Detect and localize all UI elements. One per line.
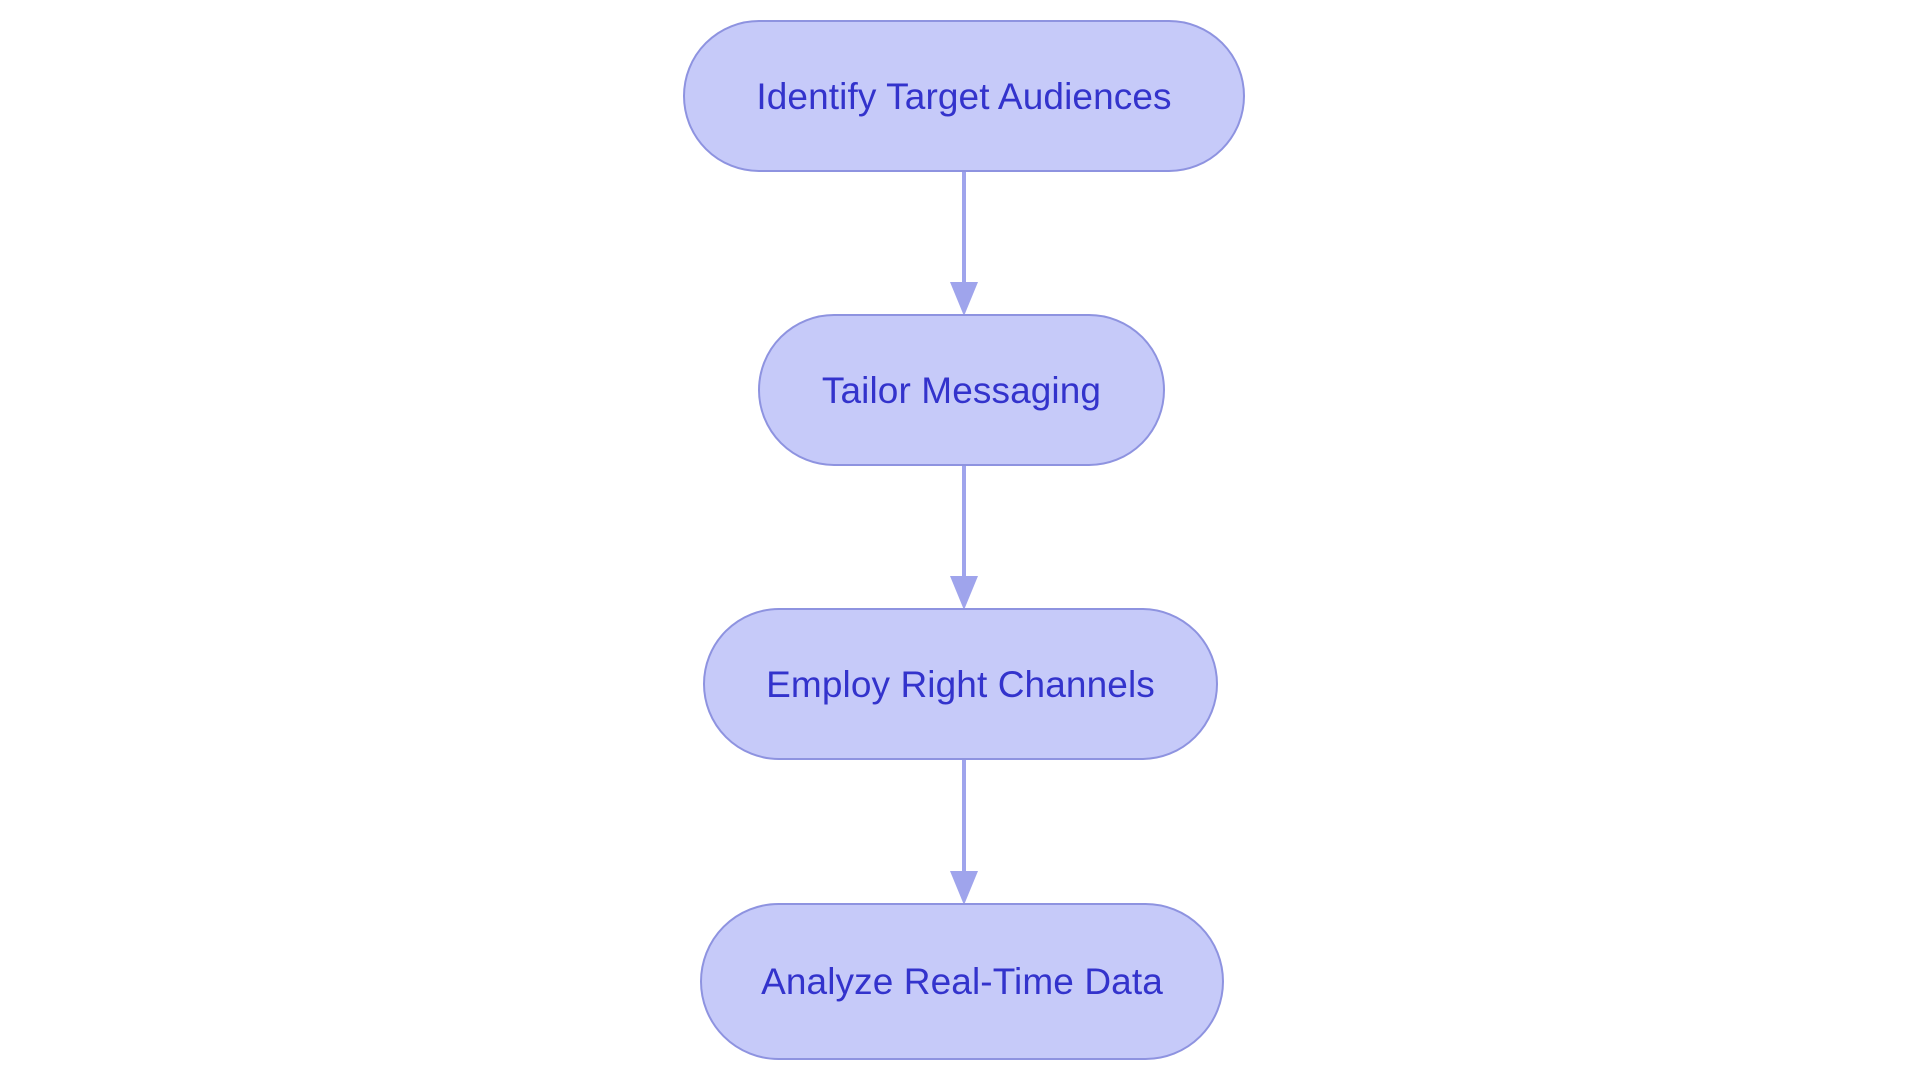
flow-node-label: Tailor Messaging xyxy=(821,369,1102,411)
flow-edge-n0-to-n1 xyxy=(948,170,980,316)
arrow-down-icon xyxy=(950,464,978,610)
flow-node-tailor-messaging[interactable]: Tailor Messaging xyxy=(758,314,1165,466)
flow-edge-n1-to-n2 xyxy=(948,464,980,610)
flow-edge-n2-to-n3 xyxy=(948,758,980,905)
flow-node-label: Identify Target Audiences xyxy=(756,75,1172,117)
arrow-down-icon xyxy=(950,758,978,905)
flow-node-label: Employ Right Channels xyxy=(766,663,1155,705)
flow-node-label: Analyze Real-Time Data xyxy=(761,961,1163,1002)
flow-node-identify-target-audiences[interactable]: Identify Target Audiences xyxy=(683,20,1245,172)
flow-node-employ-right-channels[interactable]: Employ Right Channels xyxy=(703,608,1218,760)
arrow-down-icon xyxy=(950,170,978,316)
flow-node-analyze-real-time-data[interactable]: Analyze Real-Time Data xyxy=(700,903,1224,1060)
